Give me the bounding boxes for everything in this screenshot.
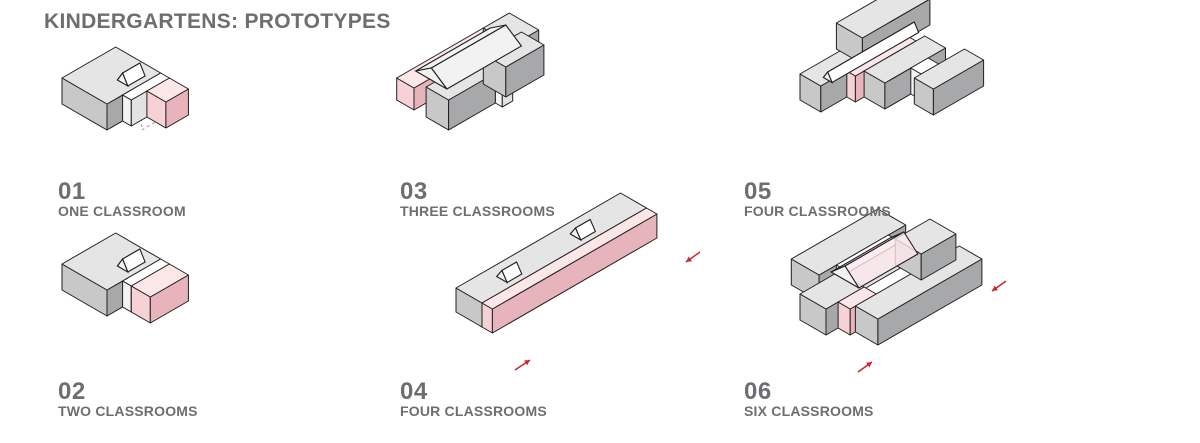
classroom-row-back-top-face <box>790 208 907 276</box>
classroom-block-3-top-face <box>863 35 946 84</box>
classroom-block-4-top-face <box>913 48 985 90</box>
prototype-01-caption: 01 ONE CLASSROOM <box>58 178 186 220</box>
central-roof-gable <box>414 67 448 90</box>
prototype-02-caption: 02 TWO CLASSROOMS <box>58 378 198 420</box>
skylight-2-gable <box>569 226 582 242</box>
classroom-block-pink-top-face <box>130 263 189 298</box>
arrow-left-head <box>992 285 998 291</box>
prototype-label: ONE CLASSROOM <box>58 203 186 219</box>
skylight-gable <box>116 257 129 274</box>
prototype-number: 04 <box>400 378 428 405</box>
central-roof-gable <box>829 265 860 289</box>
arrow-right-head <box>524 360 530 366</box>
prototype-number: 05 <box>744 178 772 205</box>
prototype-number: 01 <box>58 178 86 205</box>
prototype-label: TWO CLASSROOMS <box>58 403 198 419</box>
prototype-number: 03 <box>400 178 428 205</box>
prototype-number: 06 <box>744 378 772 405</box>
prototype-number: 02 <box>58 378 86 405</box>
classroom-block-2-top-face <box>835 0 930 39</box>
prototype-04-caption: 04 FOUR CLASSROOMS <box>400 378 547 420</box>
prototype-label: THREE CLASSROOMS <box>400 203 555 219</box>
arrow-left-head <box>686 256 692 262</box>
prototype-label: FOUR CLASSROOMS <box>744 203 891 219</box>
prototype-05-caption: 05 FOUR CLASSROOMS <box>744 178 891 220</box>
prototype-label: SIX CLASSROOMS <box>744 403 874 419</box>
arrow-right-head <box>866 362 872 368</box>
page-title: KINDERGARTENS: PROTOTYPES <box>44 10 391 33</box>
skylight-gable <box>116 71 129 88</box>
new-classroom-block-top-face <box>146 77 189 103</box>
prototype-03-caption: 03 THREE CLASSROOMS <box>400 178 555 220</box>
skylight-1-gable <box>495 269 509 284</box>
skylight-gable <box>822 70 834 84</box>
prototype-label: FOUR CLASSROOMS <box>400 403 547 419</box>
new-classroom-row-pink-top-face <box>481 207 658 310</box>
prototype-06-caption: 06 SIX CLASSROOMS <box>744 378 874 420</box>
